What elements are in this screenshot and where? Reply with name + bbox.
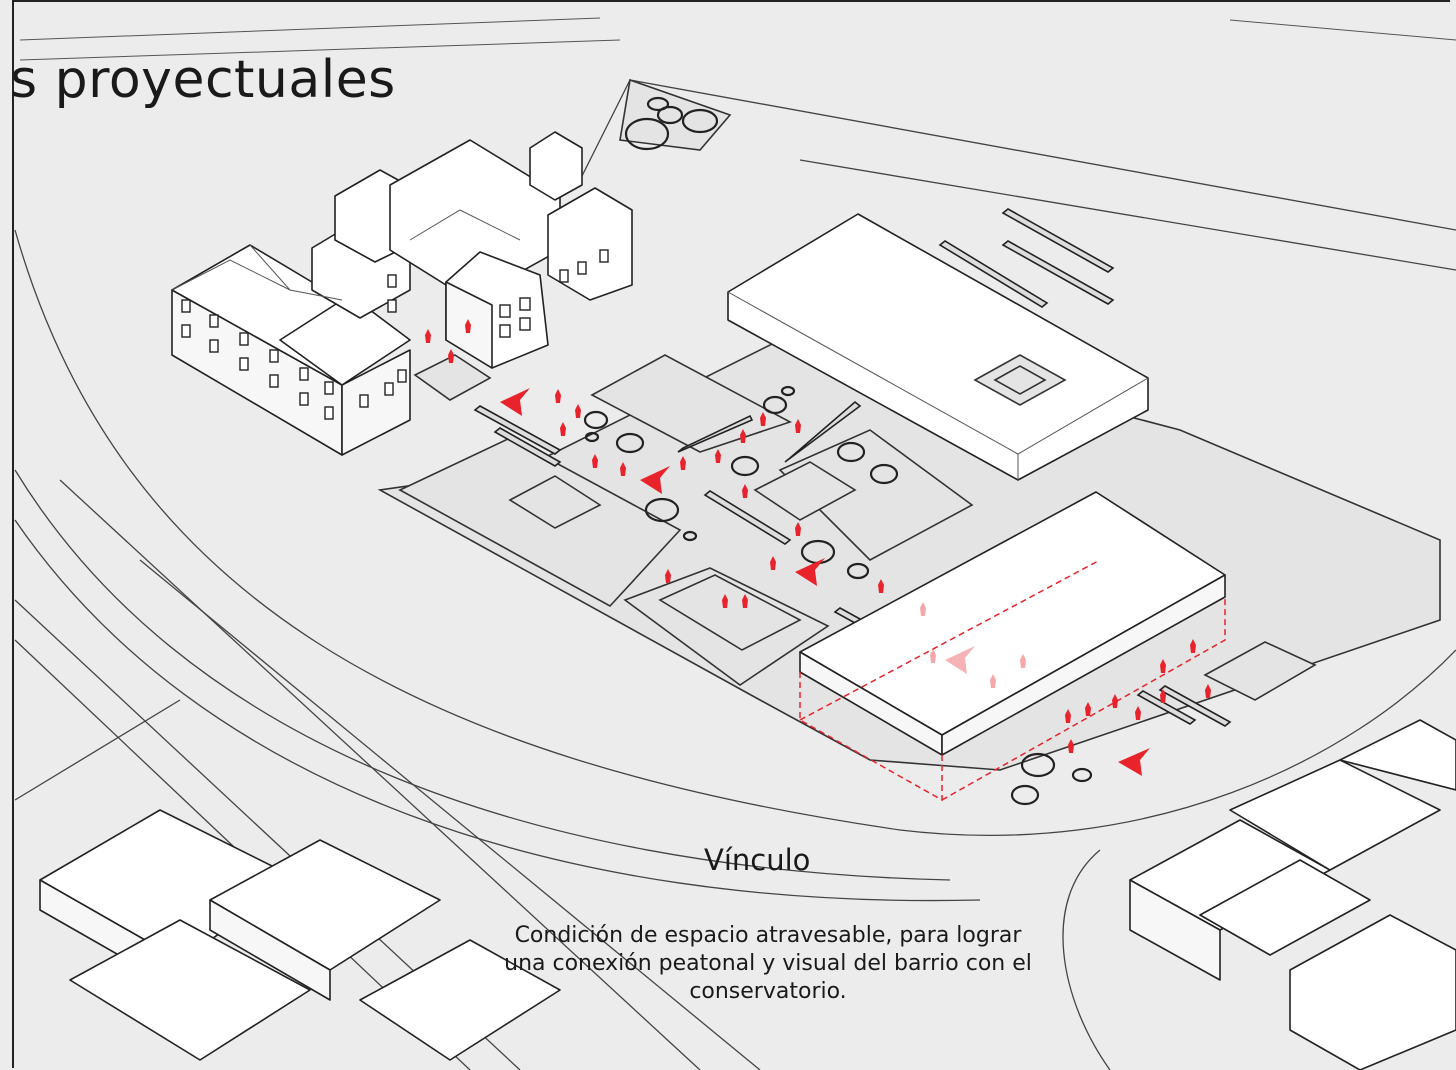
page-title: s proyectuales bbox=[10, 50, 396, 110]
caption-line: conservatorio. bbox=[689, 979, 847, 1004]
planter-circles bbox=[583, 385, 1093, 806]
conservatory-buildings bbox=[171, 131, 633, 456]
caption-line: una conexión peatonal y visual del barri… bbox=[504, 951, 1032, 976]
caption-line: Condición de espacio atravesable, para l… bbox=[514, 923, 1022, 948]
courtyards bbox=[398, 354, 974, 686]
picnic-table-icon bbox=[413, 354, 1317, 701]
caption-heading: Vínculo bbox=[704, 843, 811, 877]
back-benches bbox=[938, 208, 1115, 308]
caption-body: Condición de espacio atravesable, para l… bbox=[412, 922, 1124, 1006]
neighborhood-blocks-left bbox=[39, 809, 561, 1061]
back-block bbox=[727, 213, 1149, 481]
person-marker-icon bbox=[425, 319, 1211, 753]
direction-arrow-icon bbox=[500, 388, 1150, 776]
neighborhood-blocks-right bbox=[1129, 719, 1456, 1070]
new-building bbox=[799, 491, 1226, 802]
plaza-benches bbox=[473, 400, 1232, 727]
